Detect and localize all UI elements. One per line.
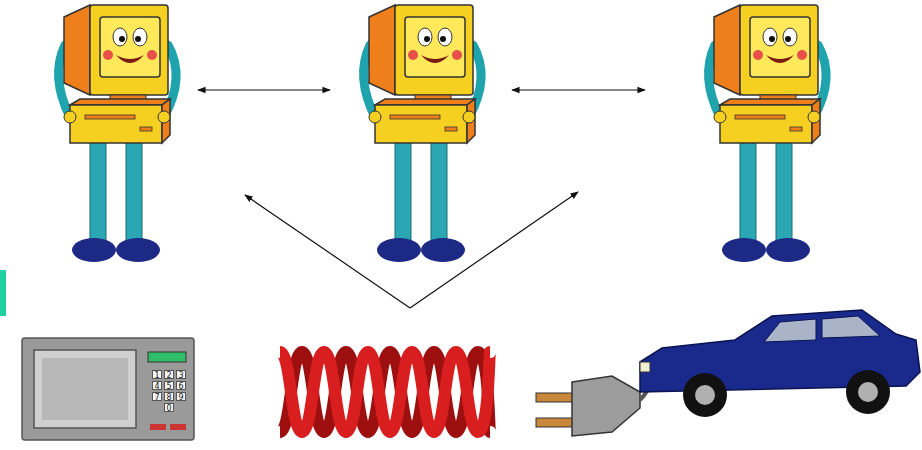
microwave-body (22, 338, 194, 440)
microwave-glass (42, 358, 128, 420)
plug-body (572, 376, 640, 436)
microwave-display (148, 352, 186, 362)
double-arrow (512, 89, 645, 90)
keypad-digit: 4 (152, 381, 162, 390)
car-wheel (683, 373, 727, 417)
keypad-digit: 8 (164, 392, 174, 401)
keypad-digit: 7 (152, 392, 162, 401)
car-wheel (846, 370, 890, 414)
computer-character (59, 5, 177, 262)
side-marker (0, 270, 6, 316)
computer-character (364, 5, 482, 262)
car-window (764, 319, 816, 342)
keypad-digit: 0 (164, 403, 174, 412)
keypad-digit: 9 (176, 392, 186, 401)
microwave-button (150, 424, 166, 430)
keypad-digit: 1 (152, 370, 162, 379)
car-headlight (640, 362, 650, 372)
dna-strand (280, 352, 490, 432)
keypad-digit: 5 (164, 381, 174, 390)
arrow (245, 195, 410, 308)
car-hub (695, 385, 715, 405)
microwave-button (170, 424, 186, 430)
microwave-window (34, 350, 136, 428)
keypad-digit: 3 (176, 370, 186, 379)
double-arrow (198, 89, 330, 90)
computer-character (709, 5, 827, 262)
arrow (410, 192, 578, 308)
dna-strand (280, 352, 490, 432)
plug-prong (536, 418, 576, 427)
car-window (822, 316, 880, 338)
keypad-digit: 6 (176, 381, 186, 390)
car-hub (858, 382, 878, 402)
keypad-digit: 2 (164, 370, 174, 379)
plug-prong (536, 393, 576, 402)
